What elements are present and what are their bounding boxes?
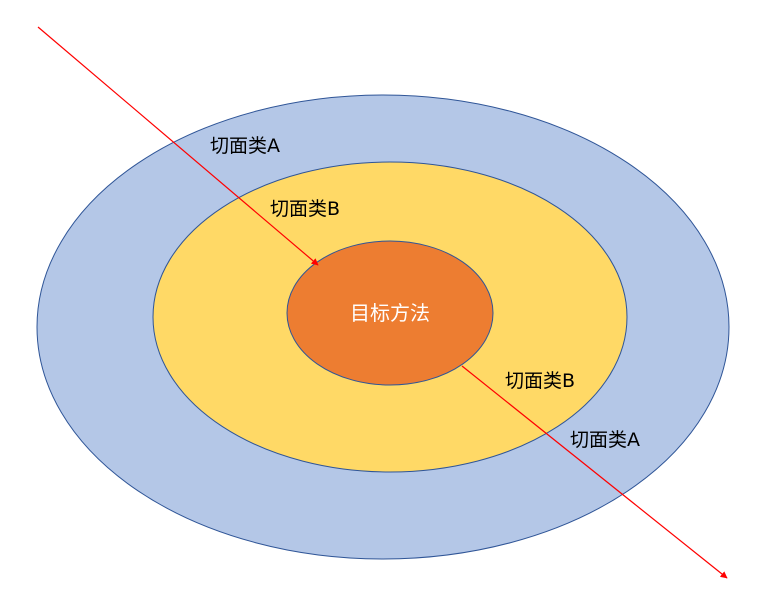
middle-top-label: 切面类B bbox=[270, 198, 340, 220]
outer-bottom-label: 切面类A bbox=[570, 429, 640, 451]
middle-bottom-label: 切面类B bbox=[505, 370, 575, 392]
outgoing-arrow bbox=[461, 365, 728, 579]
outer-top-label: 切面类A bbox=[210, 135, 280, 157]
center-label: 目标方法 bbox=[350, 301, 430, 325]
inner-ellipse bbox=[286, 240, 494, 386]
incoming-arrow bbox=[37, 26, 319, 266]
